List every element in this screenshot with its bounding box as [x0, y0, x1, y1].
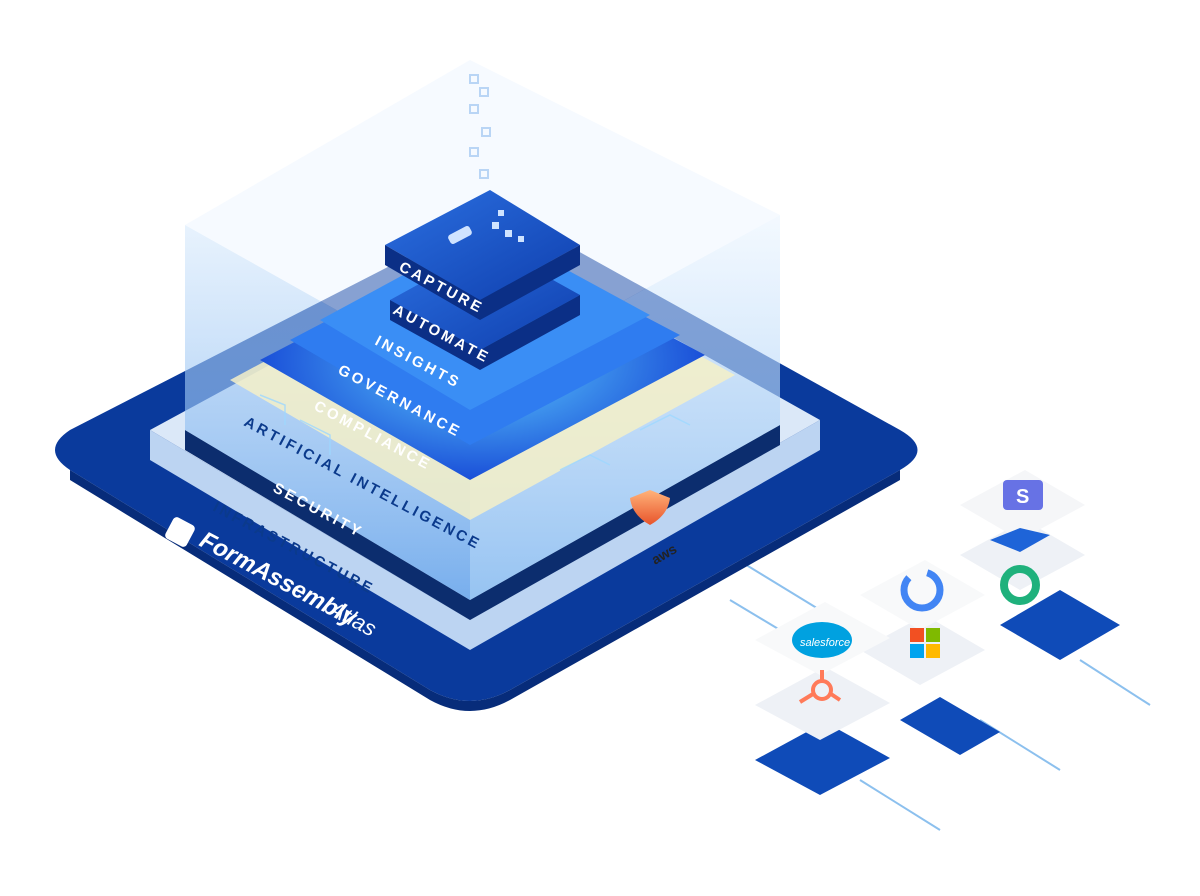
shield-icon: [630, 490, 670, 525]
hubspot-logo: [798, 670, 842, 704]
salesforce-text: salesforce: [800, 637, 850, 649]
stripe-letter: S: [1016, 486, 1029, 508]
salesforce-integration-stack: salesforce: [755, 602, 890, 795]
stripe-integration-stack: S: [960, 470, 1120, 660]
paypal-logo: [990, 528, 1050, 552]
integration-ring-logo: [1000, 565, 1040, 605]
automate-tile-side: [390, 295, 580, 370]
capture-hand-icon: [448, 210, 524, 244]
circuit-traces: [259, 394, 691, 471]
infrastructure-platform-edge: [150, 420, 820, 650]
microsoft-logo: [910, 628, 940, 658]
data-stream-icons: [469, 74, 491, 179]
capture-tile-side: [385, 245, 580, 320]
google-integration-stack: [860, 560, 1000, 755]
salesforce-logo: [792, 622, 852, 658]
capture-tile-top: [385, 190, 580, 300]
stripe-logo: [1003, 480, 1043, 510]
google-logo: [900, 568, 944, 612]
